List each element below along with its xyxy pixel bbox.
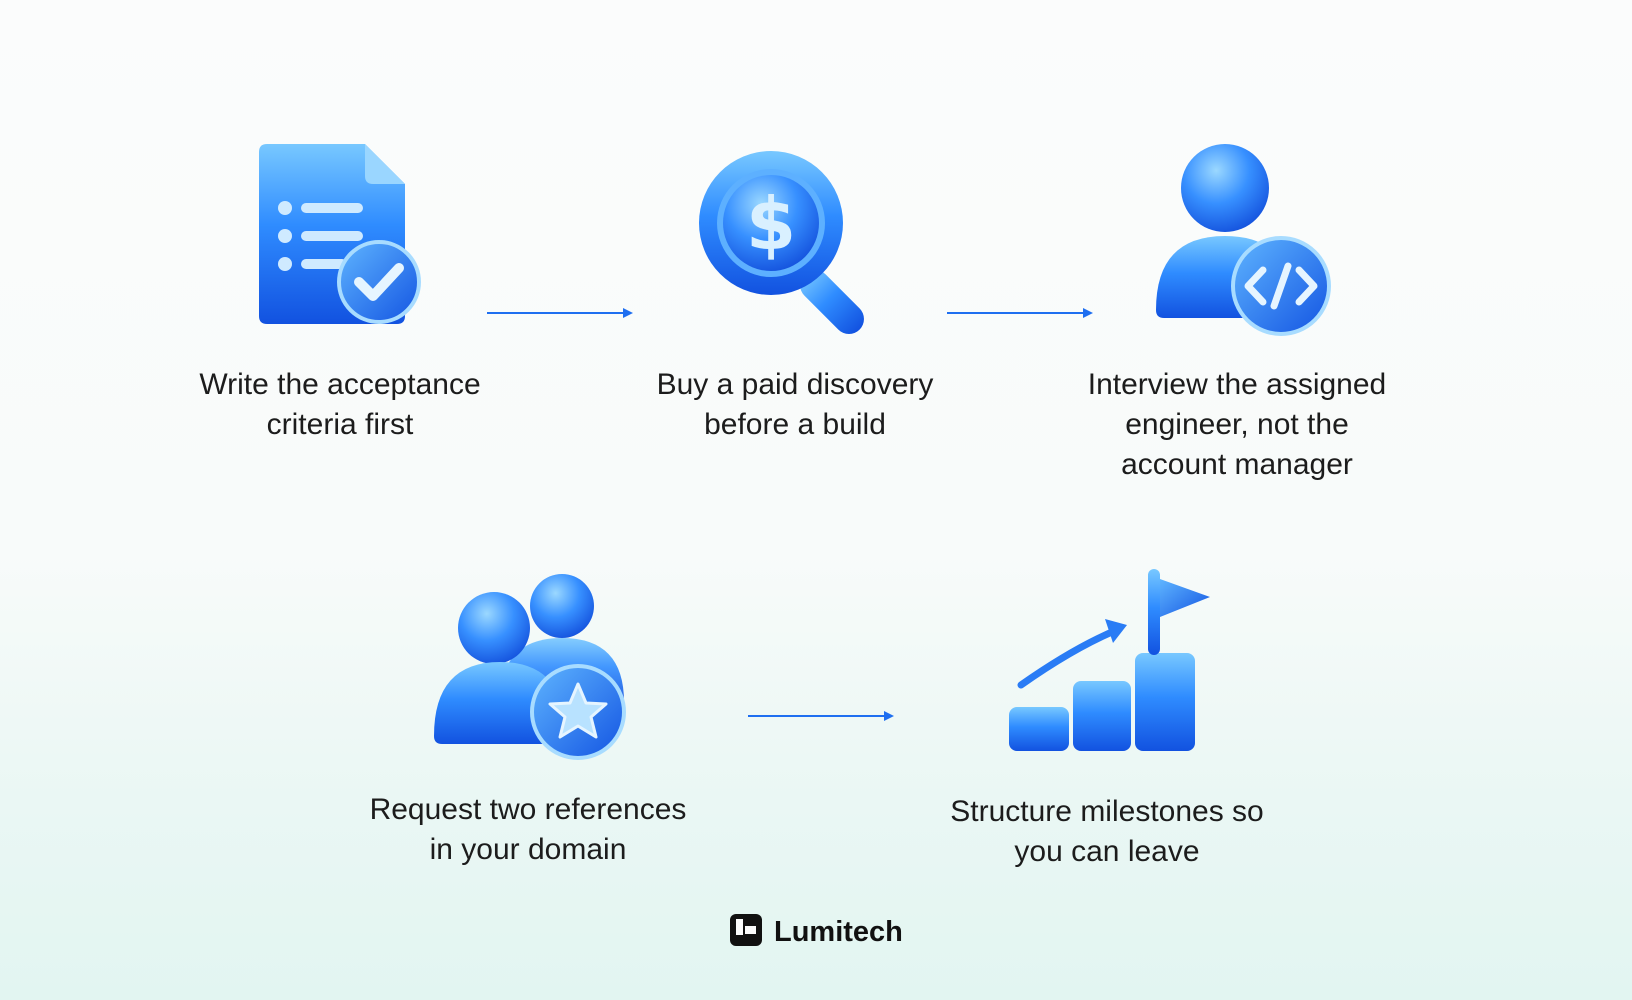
- brand: Lumitech: [730, 914, 903, 951]
- brand-name: Lumitech: [774, 916, 903, 948]
- step-label-milestones: Structure milestones so you can leave: [950, 795, 1264, 868]
- lumitech-logo-icon: [730, 914, 762, 951]
- growth-flag-icon: [1005, 565, 1215, 755]
- arrow-1: [487, 307, 635, 319]
- step-label-acceptance: Write the acceptance criteria first: [199, 368, 481, 441]
- arrow-2: [947, 307, 1095, 319]
- document-check-icon: [255, 140, 435, 330]
- magnifier-dollar-icon: $: [697, 145, 877, 335]
- arrow-3: [748, 710, 896, 722]
- engineer-code-icon: [1150, 140, 1340, 340]
- step-label-interview: Interview the assigned engineer, not the…: [1087, 368, 1387, 481]
- svg-text:$: $: [746, 182, 796, 266]
- step-label-references: Request two references in your domain: [369, 793, 687, 866]
- people-star-icon: [430, 572, 630, 762]
- step-label-discovery: Buy a paid discovery before a build: [656, 368, 934, 441]
